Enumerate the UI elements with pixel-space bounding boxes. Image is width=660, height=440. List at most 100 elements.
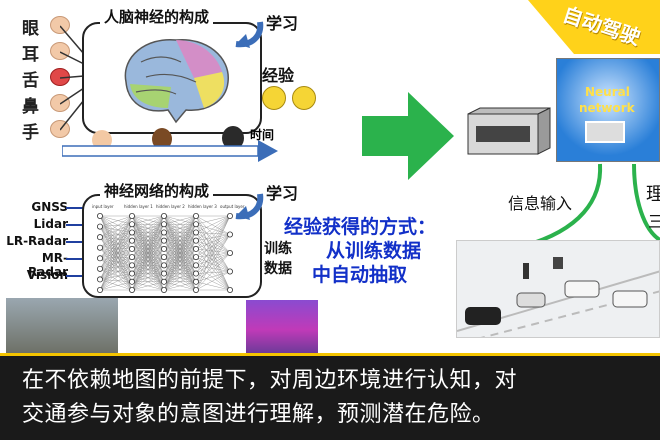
nn-edge <box>99 215 133 269</box>
nn-edge <box>131 240 165 291</box>
nn-edge <box>195 215 231 274</box>
brain-image <box>124 39 229 124</box>
nn-edge <box>195 224 231 291</box>
nn-node <box>193 254 200 261</box>
nn-edge <box>99 215 133 259</box>
nose-icon <box>50 94 70 112</box>
pedestrian <box>523 263 529 279</box>
nn-edge <box>195 234 231 250</box>
nn-edge <box>195 265 231 291</box>
nn-edge <box>195 271 231 291</box>
nn-edge <box>99 240 133 259</box>
nn-edge <box>195 240 231 272</box>
nn-node <box>97 265 103 272</box>
nn-edge <box>195 248 231 291</box>
nn-edge <box>99 258 133 282</box>
ecu-device-icon <box>467 107 551 155</box>
nn-edge <box>195 215 231 258</box>
nn-edge <box>99 248 133 291</box>
nn-node <box>129 270 136 277</box>
nn-node <box>193 237 200 244</box>
nn-node <box>226 268 233 275</box>
nn-edge <box>195 224 231 235</box>
nn-edge <box>99 256 133 280</box>
baby-icon <box>92 130 112 150</box>
nn-edge <box>131 232 165 291</box>
nn-edge <box>195 273 231 291</box>
nn-node <box>161 262 168 269</box>
nn-node <box>161 245 168 252</box>
nn-edge <box>163 248 197 291</box>
car-2 <box>516 292 546 308</box>
adult-icon <box>222 126 244 150</box>
nn-edge <box>163 273 197 291</box>
layer-label-hidden-3: hidden layer 3 <box>188 204 217 209</box>
nn-edge <box>195 215 231 235</box>
nn-title: 神经网络的构成 <box>100 180 214 201</box>
nn-edge <box>99 215 133 291</box>
nn-node <box>161 254 168 261</box>
nn-edge <box>131 215 165 282</box>
nn-edge <box>99 256 133 291</box>
caption-bar <box>0 353 660 440</box>
nn-edge <box>195 215 231 233</box>
nn-node <box>161 287 168 294</box>
sensor-vision: Vision <box>26 268 68 282</box>
nn-edge <box>99 215 133 248</box>
nn-edge <box>163 215 197 250</box>
nn-edge <box>195 215 231 266</box>
nn-edge <box>195 252 231 258</box>
nn-edge <box>131 215 165 258</box>
nn-edge <box>163 224 197 291</box>
nn-node <box>97 244 103 251</box>
nn-edge <box>195 215 231 272</box>
nn-edge <box>195 224 231 272</box>
nn-edge <box>131 215 165 266</box>
segmentation-image <box>246 300 318 354</box>
nn-node <box>193 221 200 228</box>
nn-node <box>193 229 200 236</box>
sense-nose-label: 鼻 <box>22 97 39 117</box>
nn-edge <box>99 215 133 238</box>
nn-edge <box>99 215 133 225</box>
nn-node <box>226 250 233 257</box>
nn-edge <box>195 252 231 274</box>
car-1 <box>465 307 501 325</box>
nn-edge <box>195 215 231 282</box>
nn-edge <box>131 215 165 241</box>
nn-node <box>226 287 233 294</box>
nn-edge <box>99 224 133 291</box>
nn-node <box>161 229 168 236</box>
nn-edge <box>163 215 197 291</box>
nn-node <box>129 262 136 269</box>
nn-node <box>161 278 168 285</box>
learn-loop-arrow-top <box>235 21 264 48</box>
sensor-list: GNSS Lidar LR-Radar MR-Radar Vision <box>4 200 84 290</box>
nn-edge <box>131 224 165 291</box>
nn-node <box>226 231 233 238</box>
nn-edge <box>131 215 165 233</box>
layer-label-output: output layer <box>220 204 245 209</box>
nn-edge <box>195 215 231 250</box>
nn-node <box>97 223 103 230</box>
nn-edge <box>99 224 133 280</box>
train-label-2: 数据 <box>264 261 292 277</box>
nn-edge <box>163 240 197 291</box>
output-arrow <box>632 163 660 242</box>
experience-label: 经验 <box>262 66 295 85</box>
learn-label-top: 学习 <box>266 14 299 33</box>
nn-node <box>97 276 103 283</box>
nn-edge <box>195 215 231 291</box>
learn-label-bottom: 学习 <box>266 184 299 203</box>
nn-edge <box>195 234 231 291</box>
nn-node <box>161 237 168 244</box>
nn-edge <box>131 281 165 291</box>
nn-edge <box>99 224 133 259</box>
nn-node <box>129 278 136 285</box>
eye-icon <box>50 16 70 34</box>
nn-node <box>129 229 136 236</box>
nn-node <box>161 221 168 228</box>
nn-edge <box>99 268 133 274</box>
sensor-lidar: Lidar <box>33 217 68 231</box>
nn-edge <box>131 256 165 291</box>
